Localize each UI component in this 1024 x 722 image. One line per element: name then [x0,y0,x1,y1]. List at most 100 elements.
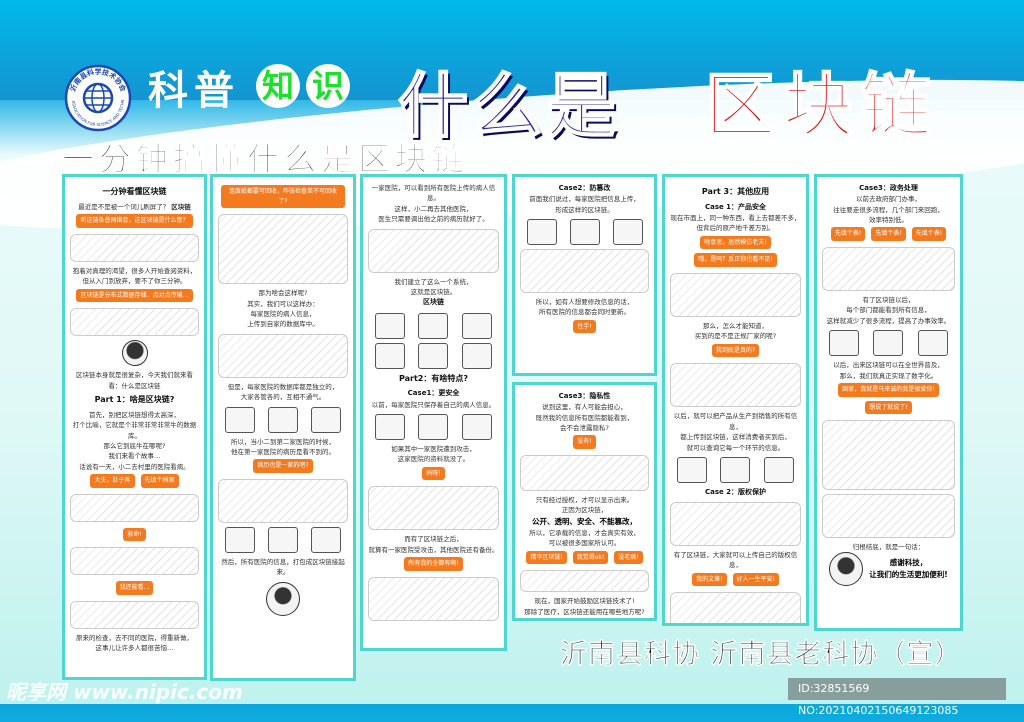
watermark-logo: 昵享网 www.nipic.com [6,680,243,704]
closing-message: 感谢科技，让我们的生活更加便利! [822,552,955,587]
panel-tamper-proof: Case2：防篡改 前面我们说过，每家医院把信息上传， 形成这样的区块链。 所以… [512,174,657,376]
keyword: 区块链 [171,202,191,211]
text: 前面我们说过，每家医院把信息上传， [529,195,640,204]
speech-bubble: 病历也是一家的吧? [253,459,313,473]
text: 而有了区块链之后， [404,535,463,544]
panel-government: Case3：政务处理 以前去政府部门办事， 往往要走很多流程，几个部门来回跑， … [814,174,963,631]
text: 以前去政府部门办事， [856,195,921,204]
text: 以前，每家医院只保存着自己的病人信息。 [371,400,496,409]
section-heading: Part2：有啥特点? [398,373,469,383]
text: 有了区块链以后， [862,295,915,304]
panel-intro: 一分钟看懂区块链 最近是不是被一个词儿刷屏了？ 区块链 听这链条普网络恋，这区块… [62,174,207,680]
comic-illustration [368,228,499,273]
comic-illustration [368,486,499,531]
text: 买到的是不是正规厂家的呢? [694,332,777,341]
image-id-label: ID:32851569 NO:20210402150649123085 [788,678,1006,717]
text: 往往要走很多流程，几个部门来回跑， [833,205,944,214]
text: 所有医院的信息都会同时更新。 [539,308,630,317]
comic-illustration [670,502,801,547]
case-heading: Case1：更安全 [407,389,460,398]
text: 区块链本身就是很复杂，今天我们就来看看：什么是区块链 [76,371,193,390]
closing-text: 感谢科技，让我们的生活更加便利! [869,557,947,581]
speech-bubble: 住手! [573,319,596,334]
text: 那么，我们就真正实现了数字化。 [839,371,938,380]
speech-bubble: 我觉得ok! [572,550,609,565]
character-avatar [829,552,864,587]
node-row [670,456,801,483]
speech-bubble: 啥意思，居然模仿老夫! [700,235,771,250]
speech-bubble: 救命! [123,527,146,542]
text: 现在市面上，同一种东西，看上去都差不多， [670,213,801,222]
node-row [368,312,499,339]
comic-illustration [822,246,955,291]
text: 每个部门都能看到所有信息， [846,306,931,315]
text: 大家各管各的，互相不通气。 [240,393,326,402]
text: 会不会泄露隐私? [560,423,609,432]
text: 让我们的生活更加便利! [869,570,948,580]
panel-story: 连废纸都要可回收，咋张检查单不可回收了? 那为啥会这样呢? 其实，我们可以这样办… [210,174,356,681]
text: 那除了医疗，区块链还能用在哪些地方呢? [524,607,645,616]
section-heading: Part 1：啥是区块链? [94,394,175,404]
node-row [368,342,499,369]
speech-bubble: 我还能看... [115,581,154,595]
speech-bubble: 所有我的全都有啊! [404,557,463,571]
kepu-label: 科普 [148,68,240,114]
node-row [218,406,348,433]
title-what-is: 什么是 [397,64,620,148]
text: 最近是不是被一个词儿刷屏了？ [78,202,170,211]
text: 话说有一天，小二去村里的医院看病。 [79,462,190,471]
panel-title: 一分钟看懂区块链 [102,187,167,196]
text: 这样就减少了很多流程，提高了办事效率。 [826,316,951,325]
text: 只有经过授权，才可以显示出来。 [535,495,634,504]
case-heading: Case3：政务处理 [859,184,918,192]
speech-bubble: 听这链条普网络恋，这区块链是什么意？ [76,214,193,228]
text: 原来的检查，去不同的医院，得重新做， [76,633,193,642]
text: 那么它到底牛在哪呢? [103,441,166,450]
speech-bubble: 先填个表! [911,227,947,241]
text: 有了区块链，大家就可以上传自己的版权信息， [673,551,798,570]
text: 我们来看个故事… [108,452,161,461]
speech-bubble: 精华区块链! [526,550,567,565]
key-statement: 公开、透明、安全、不能篡改， [532,516,637,526]
text: 可以被很多国家所认可。 [548,539,621,548]
text: 就算有一家医院受攻击，其他医院还有备份。 [368,545,499,554]
speech-bubble: 先填个档案 [140,474,179,488]
speech-bubble: 我的文章! [692,572,727,587]
comic-illustration [70,233,199,262]
case-heading: Case3：隐私性 [558,392,611,400]
node-row [520,218,649,245]
node-row [822,330,955,357]
text: 抱着对真理的渴望，很多人开始查阅资料， [72,266,197,275]
speech-bubble: 先填个表! [871,227,906,241]
zhi-badge: 知 [256,64,300,108]
speech-bubble: 没毛病! [614,550,643,565]
comic-illustration [70,308,199,337]
speech-bubble: 我到底是真的? [711,343,760,358]
text: 形成这样的区块链。 [555,205,614,214]
case-heading: Case2：防篡改 [558,184,611,192]
keyword: 区块链 [423,298,444,307]
speech-bubble: 先填个表! [830,227,866,241]
comic-illustration [520,454,649,491]
text: 这事儿让许多人都很苦恼… [95,644,174,653]
case-heading: Case 1：产品安全 [704,202,767,211]
text: 首先，别把区块链想得太高深， [89,410,180,419]
text: 以后，就可以把产品从生产到销售的所有信息， [673,412,798,431]
text: 就可以查询它每一个环节的信息。 [686,443,785,452]
node-row [368,413,499,440]
text: 所以，当小二到第二家医院的时候， [231,437,335,446]
text: 效率特别低。 [869,215,908,224]
speech-bubble: 想说了就说了! [865,400,912,415]
text: 但背后的原产地千差万别。 [696,224,775,233]
comic-illustration [670,272,801,317]
text: 所以，如有人想要修改信息的话， [535,297,634,306]
title-blockchain: 区块链 [704,64,939,148]
text: 说到这里，有人可能会担心， [542,403,627,412]
subtitle: 一分钟搞懂什么是区块链 [61,140,470,179]
text: 然后，所有医院的信息，打包成区块链接起来。 [221,557,345,577]
speech-bubble: 大夫，肚子疼 [90,474,135,488]
node-row [218,526,348,553]
text: 每家医院的病人信息， [250,309,316,318]
panel-features: 一家医院，可以看到所有医院上传的病人信息。 这样，小二再去其他医院， 医生只需要… [360,174,507,651]
speech-bubble: 好人一生平安! [732,572,779,587]
